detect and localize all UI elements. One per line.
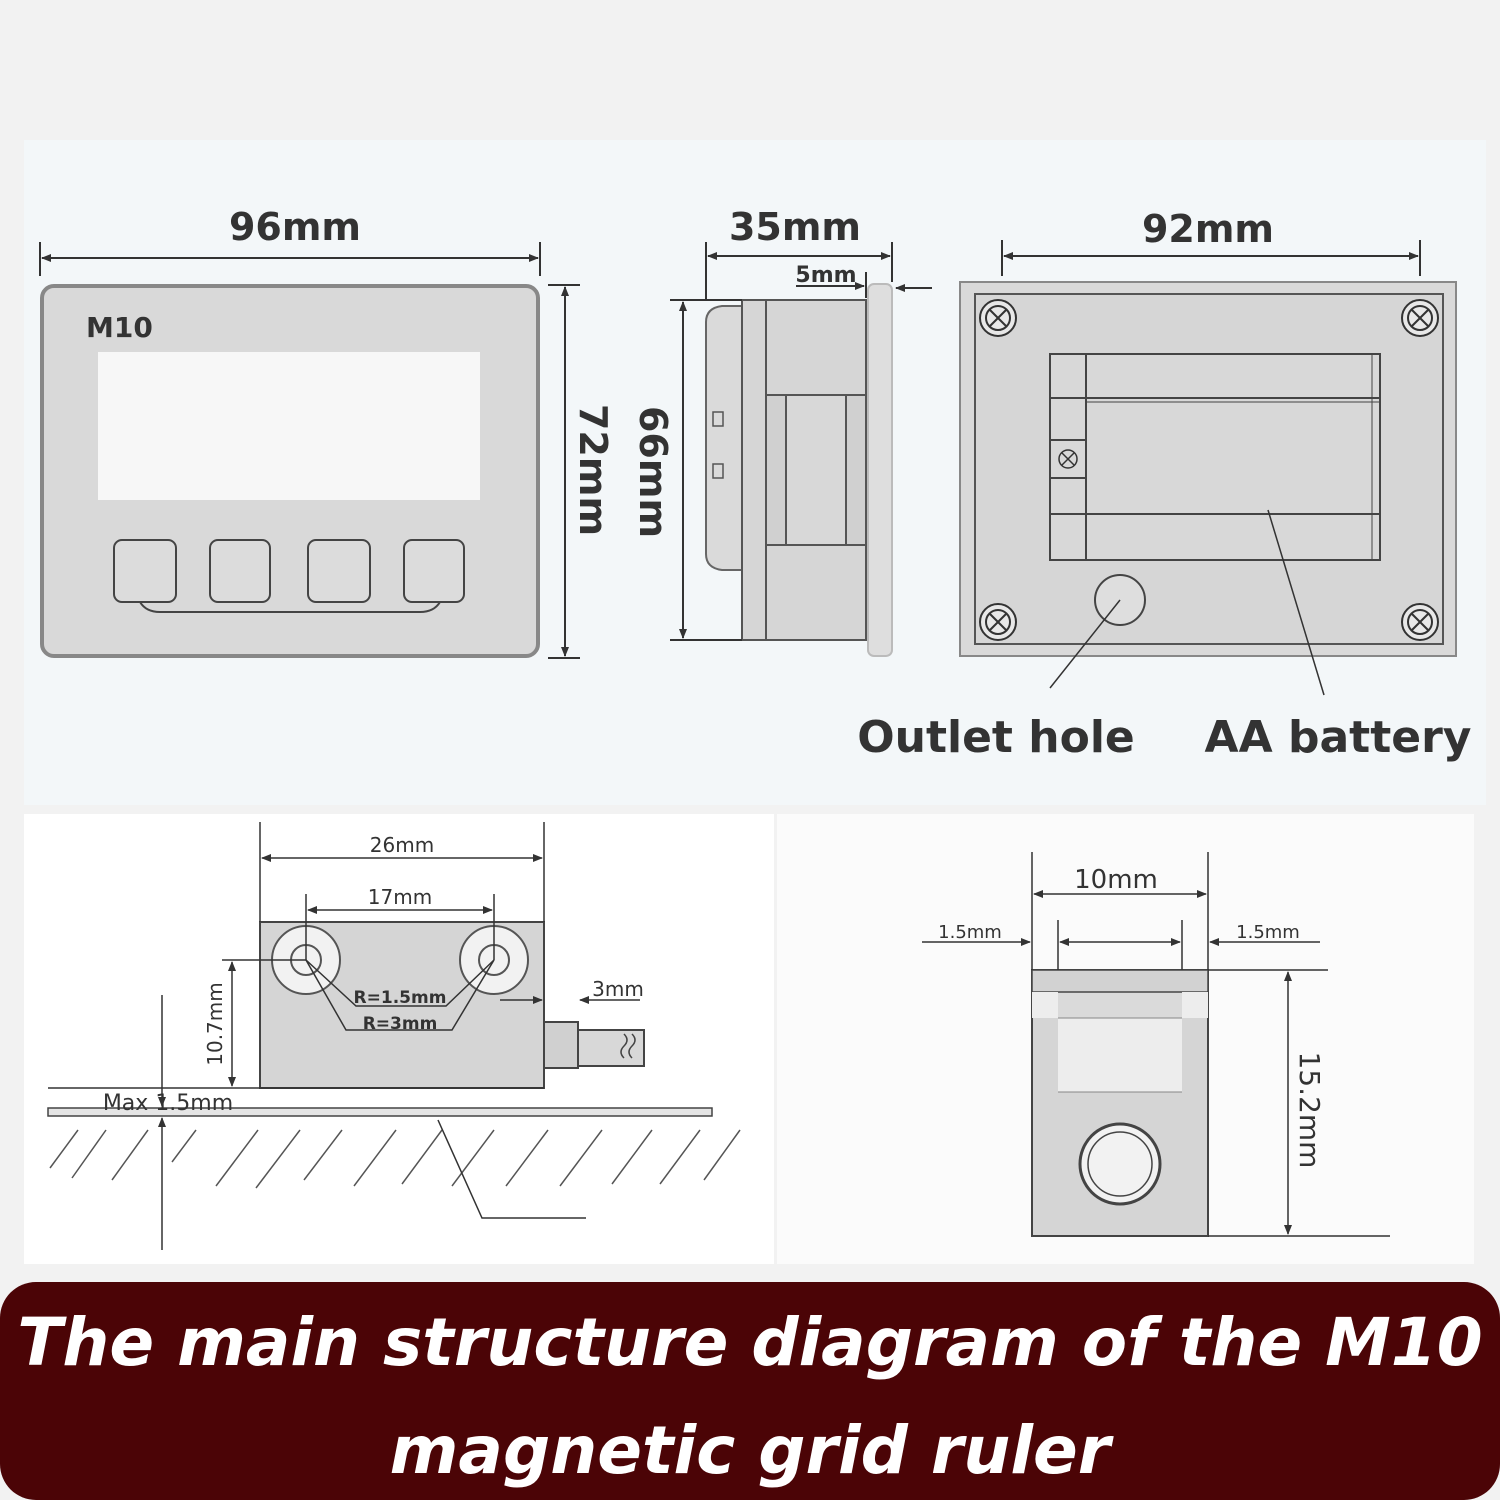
front-key-3 xyxy=(307,539,371,603)
sensor-side-view: R=1.5mm R=3mm 26mm 17mm 10.7mm 3mm Max 1… xyxy=(47,822,741,1250)
front-view: M10 96mm 72mm xyxy=(39,205,615,659)
sensor-width-label: 26mm xyxy=(370,833,434,857)
side-slot-1 xyxy=(712,411,724,427)
side-view: 35mm 5mm 66mm xyxy=(631,205,932,657)
sensor-end-view: 10mm 1.5mm 1.5mm 15.2mm xyxy=(922,852,1390,1237)
hole-spacing-label: 17mm xyxy=(368,885,432,909)
side-slot-2 xyxy=(712,463,724,479)
sensor-cable xyxy=(577,1029,645,1067)
screw-icon xyxy=(979,299,1017,337)
side-rear-cover xyxy=(705,305,743,571)
aa-battery-label: AA battery xyxy=(1205,712,1472,763)
side-flange-label: 5mm xyxy=(795,263,856,288)
screw-icon xyxy=(1401,603,1439,641)
battery-compartment xyxy=(1049,353,1381,561)
side-height-label: 66mm xyxy=(631,406,675,538)
outer-radius-label: R=3mm xyxy=(363,1014,438,1034)
outlet-leader-line xyxy=(1049,599,1121,689)
caption-banner xyxy=(0,1282,1500,1500)
model-label: M10 xyxy=(86,311,153,344)
lcd-display xyxy=(98,352,480,500)
key-underline xyxy=(139,601,441,613)
end-height-label: 15.2mm xyxy=(1293,1052,1326,1169)
caption-line-1: The main structure diagram of the M10 xyxy=(17,1304,1483,1381)
rear-width-label: 92mm xyxy=(1142,207,1274,251)
rear-view: 92mm Outlet hole AA battery xyxy=(857,207,1471,763)
front-height-label: 72mm xyxy=(571,404,615,536)
magnetic-scale-strip xyxy=(47,1107,713,1117)
screw-icon xyxy=(979,603,1017,641)
outlet-hole-label: Outlet hole xyxy=(857,712,1135,763)
ground-hatching xyxy=(49,1129,741,1189)
side-front-flange xyxy=(867,283,893,657)
cable-gland xyxy=(543,1021,579,1069)
side-body-left xyxy=(741,299,767,641)
front-width-label: 96mm xyxy=(229,205,361,249)
front-key-1 xyxy=(113,539,177,603)
caption-line-2: magnetic grid ruler xyxy=(389,1412,1111,1489)
inner-radius-label: R=1.5mm xyxy=(354,988,447,1008)
battery-leader-line xyxy=(1267,509,1325,696)
gap-label: Max 1.5mm xyxy=(103,1091,233,1116)
battery-latch xyxy=(1049,353,1087,561)
side-clip-inner xyxy=(785,394,847,546)
right-wall-label: 1.5mm xyxy=(1236,922,1300,943)
screw-icon xyxy=(1401,299,1439,337)
front-key-2 xyxy=(209,539,271,603)
screw-icon xyxy=(1058,449,1078,469)
cable-offset-label: 3mm xyxy=(592,977,644,1001)
sensor-height-label: 10.7mm xyxy=(203,982,227,1066)
side-depth-label: 35mm xyxy=(729,205,861,249)
left-wall-label: 1.5mm xyxy=(938,922,1002,943)
front-key-4 xyxy=(403,539,465,603)
scale-leader-line xyxy=(437,1119,586,1219)
end-width-label: 10mm xyxy=(1074,865,1158,895)
